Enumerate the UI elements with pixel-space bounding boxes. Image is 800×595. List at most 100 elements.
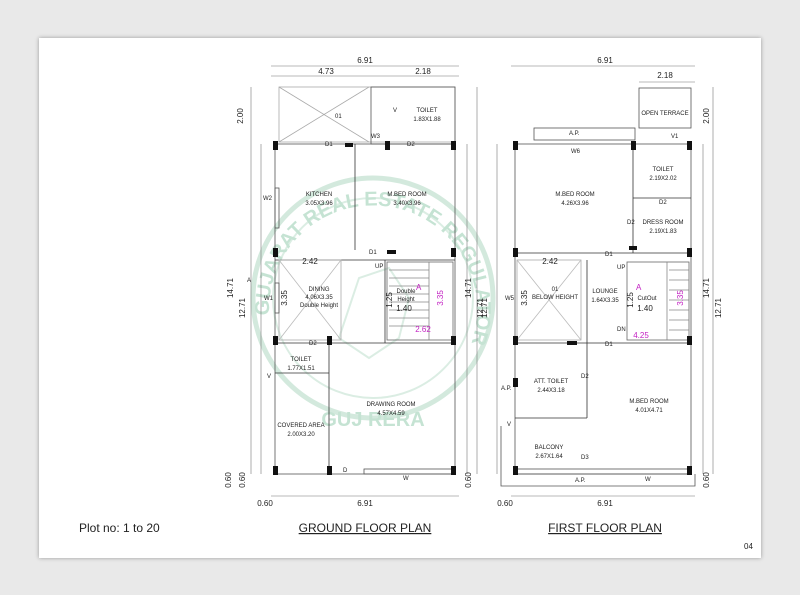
ff-mark-up: UP — [617, 265, 625, 271]
ff-mark-v1: V1 — [671, 134, 679, 140]
gf-mark-d1a: D1 — [325, 142, 333, 148]
gf-drawing-name: DRAWING ROOM — [366, 402, 415, 408]
gf-dim-dining-height: 3.35 — [280, 290, 289, 306]
ff-below-num: 01 — [552, 287, 559, 293]
gf-mark-up: UP — [375, 264, 383, 270]
page-number: 04 — [744, 542, 753, 551]
gf-dim-stair-length: 1.40 — [396, 304, 412, 313]
gf-mbed-size: 3.40X3.96 — [393, 201, 421, 207]
ff-att-size: 2.44X3.18 — [537, 388, 565, 394]
ff-mark-ap-bottom: A.P. — [575, 478, 586, 484]
ff-att-name: ATT. TOILET — [534, 379, 569, 385]
ff-terrace-name: OPEN TERRACE — [641, 111, 688, 117]
ff-dress-name: DRESS ROOM — [642, 220, 683, 226]
gf-dim-left-b2: 0.60 — [238, 472, 247, 488]
ff-lounge-name: LOUNGE — [592, 289, 617, 295]
ff-below-name: BELOW HEIGHT — [532, 295, 578, 301]
first-floor-rooms: OPEN TERRACE TOILET 2.19X2.02 M.BED ROOM… — [532, 111, 689, 460]
first-floor-dimensions: 6.91 2.18 2.00 12.71 14.71 12.71 0.60 6.… — [480, 56, 723, 508]
gf-dim-left-total: 14.71 — [226, 277, 235, 298]
ff-dim-right-total: 14.71 — [702, 277, 711, 298]
ff-mbed-size: 4.26X3.96 — [561, 201, 589, 207]
ff-mbed2-name: M.BED ROOM — [629, 399, 668, 405]
ff-mbed-name: M.BED ROOM — [555, 192, 594, 198]
ff-dim-cutout-width: 4.25 — [633, 331, 649, 340]
gf-toilet-top-size: 1.83X1.88 — [413, 117, 441, 123]
gf-dim-top-total: 6.91 — [357, 56, 373, 65]
ff-dim-stair-width: 2.42 — [542, 257, 558, 266]
gf-mark-w: W — [403, 476, 409, 482]
gf-double-height-1: Double — [396, 289, 416, 295]
ff-mark-a: A — [636, 283, 642, 292]
ground-floor-dimensions: 6.91 4.73 2.18 2.00 14.71 12.71 14.71 12… — [224, 56, 485, 508]
gf-kitchen-name: KITCHEN — [306, 192, 332, 198]
gf-mark-v: V — [267, 374, 271, 380]
ff-dim-right-inner: 12.71 — [714, 297, 723, 318]
rera-watermark: GUJARAT REAL ESTATE REGULATORY AUTHORITY… — [39, 38, 496, 431]
gf-dim-left-b1: 0.60 — [224, 472, 233, 488]
ff-cutout-name: CutOut — [637, 296, 656, 302]
gf-mark-v-top: V — [393, 108, 397, 114]
ground-floor-rooms: TOILET 1.83X1.88 KITCHEN 3.05X3.96 M.BED… — [277, 108, 441, 438]
ff-dim-right-b: 0.60 — [702, 472, 711, 488]
gf-toilet-size: 1.77X1.51 — [287, 366, 315, 372]
gf-mark-w2: W2 — [263, 196, 273, 202]
gf-dim-left-top: 2.00 — [236, 108, 245, 124]
gf-covered-size: 2.00X3.20 — [287, 432, 315, 438]
gf-mark-w3: W3 — [371, 134, 381, 140]
ff-mark-d2c: D2 — [581, 374, 589, 380]
gf-dim-right-inner: 12.71 — [476, 297, 485, 318]
gf-drawing-size: 4.57X4.59 — [377, 411, 405, 417]
gf-mbed-name: M.BED ROOM — [387, 192, 426, 198]
ff-dim-left-total: 12.71 — [480, 297, 489, 318]
gf-toilet-name: TOILET — [291, 357, 312, 363]
gf-mark-a: A — [247, 278, 251, 284]
gf-dim-right-b: 0.60 — [464, 472, 473, 488]
ff-mark-v: V — [507, 422, 511, 428]
gf-kitchen-size: 3.05X3.96 — [305, 201, 333, 207]
ff-lounge-size: 1.64X3.35 — [591, 298, 619, 304]
ff-dim-right-top: 2.00 — [702, 108, 711, 124]
gf-dining-name: DINING — [309, 287, 330, 293]
gf-double-height-2: Height — [397, 297, 415, 303]
gf-dining-size: 4.06X3.35 — [305, 295, 333, 301]
ff-dim-top-right: 2.18 — [657, 71, 673, 80]
first-floor-marks: A.P. V1 W6 D2 D2 D1 UP A W5 DN D1 A.P. V… — [501, 131, 679, 484]
gf-mark-arrow-a: A — [416, 283, 422, 292]
gf-dining-note: Double Height — [300, 303, 338, 309]
gf-dim-top-right: 2.18 — [415, 67, 431, 76]
gf-dim-void-width: 2.62 — [415, 325, 431, 334]
gf-dim-top-left: 4.73 — [318, 67, 334, 76]
ff-dim-bottom-left: 0.60 — [497, 499, 513, 508]
floor-plans-drawing: GUJARAT REAL ESTATE REGULATORY AUTHORITY… — [39, 38, 753, 551]
ff-balcony-name: BALCONY — [535, 445, 564, 451]
ff-dim-stair-side: 1.25 — [626, 292, 635, 308]
ground-floor-plan — [250, 65, 478, 497]
first-floor-title: FIRST FLOOR PLAN — [548, 521, 662, 535]
gf-dim-left-inner: 12.71 — [238, 297, 247, 318]
ff-mark-ap-left: A.P. — [501, 386, 512, 392]
gf-mark-d2a: D2 — [407, 142, 415, 148]
gf-toilet-top-name: TOILET — [417, 108, 438, 114]
ff-mark-w5: W5 — [505, 296, 515, 302]
ff-mark-ap-top: A.P. — [569, 131, 580, 137]
ff-balcony-size: 2.67X1.64 — [535, 454, 563, 460]
ff-mark-dn: DN — [617, 327, 626, 333]
ff-mark-d3: D3 — [581, 455, 589, 461]
drawing-sheet: GUJARAT REAL ESTATE REGULATORY AUTHORITY… — [39, 38, 761, 558]
gf-mark-d: D — [343, 468, 348, 474]
ff-mark-d2b: D2 — [627, 220, 635, 226]
watermark-bottom-text: GUJ RERA — [321, 409, 424, 431]
ff-dress-size: 2.19X1.83 — [649, 229, 677, 235]
gf-mark-d2b: D2 — [309, 341, 317, 347]
ff-mark-d1a: D1 — [605, 252, 613, 258]
gf-dim-right-total: 14.71 — [464, 277, 473, 298]
gf-mark-w1: W1 — [264, 296, 274, 302]
ff-mark-d2a: D2 — [659, 200, 667, 206]
ff-dim-cutout-height: 3.35 — [676, 290, 685, 306]
gf-mark-d1b: D1 — [369, 250, 377, 256]
ground-floor-title: GROUND FLOOR PLAN — [299, 521, 432, 535]
ff-mark-d1b: D1 — [605, 342, 613, 348]
gf-covered-name: COVERED AREA — [277, 423, 324, 429]
gf-mark-01: 01 — [335, 114, 342, 120]
